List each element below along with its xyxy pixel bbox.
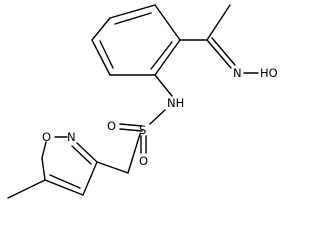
oxime-group [179,4,259,74]
sulfonyl-oxygen-left-label: O [107,119,116,133]
benzene-ring [91,4,181,76]
isoxazole-oxygen-label: O [42,130,51,144]
isoxazole-ring [7,136,129,199]
sulfonyl-oxygen-bottom-label: O [139,154,148,168]
sulfonamide-group [119,74,173,174]
oxime-nitrogen-label: N [233,66,242,80]
chemical-structure: N HO NH S O O O N [7,4,278,199]
sulfur-label: S [139,123,146,137]
hydroxyl-label: HO [260,66,278,80]
amide-nh-label: NH [167,96,184,110]
isoxazole-nitrogen-label: N [67,130,76,144]
